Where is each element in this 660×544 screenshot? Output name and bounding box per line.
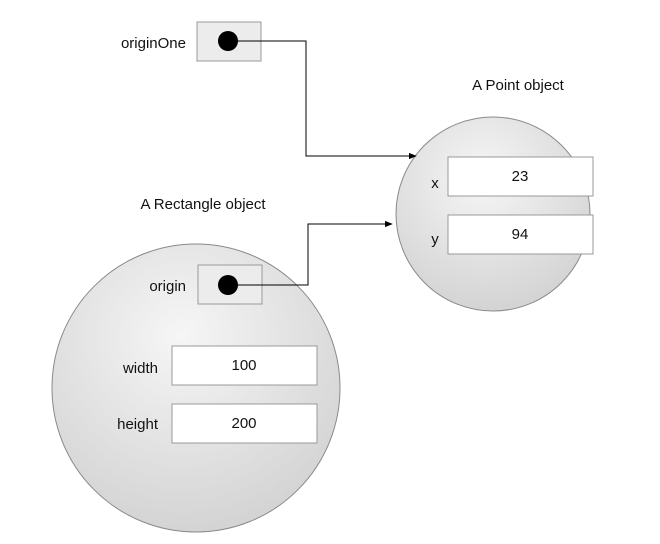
point-field-label-x: x xyxy=(431,175,439,192)
point-object-circle xyxy=(395,116,591,312)
reference-dot-origin xyxy=(218,275,238,295)
rectangle-object-title: A Rectangle object xyxy=(140,196,266,213)
reference-arrow-originone-to-point xyxy=(232,40,417,160)
rectangle-field-value-width: 100 xyxy=(231,357,256,374)
point-field-value-x: 23 xyxy=(512,168,529,185)
rectangle-field-label-origin: origin xyxy=(149,278,186,295)
point-field-box-y xyxy=(447,214,594,255)
point-object-title: A Point object xyxy=(472,77,565,94)
rectangle-field-label-height: height xyxy=(117,416,159,433)
rectangle-field-value-height: 200 xyxy=(231,415,256,432)
reference-arrow-origin-to-point xyxy=(232,220,393,286)
point-field-label-y: y xyxy=(431,231,439,248)
rectangle-field-box-height xyxy=(171,403,318,444)
rectangle-field-label-width: width xyxy=(122,360,158,377)
rectangle-object-circle xyxy=(51,243,341,533)
point-field-value-y: 94 xyxy=(512,226,529,243)
reference-dot-originone xyxy=(218,31,238,51)
variable-label-originone: originOne xyxy=(121,35,186,52)
rectangle-field-box-width xyxy=(171,345,318,386)
point-field-box-x xyxy=(447,156,594,197)
